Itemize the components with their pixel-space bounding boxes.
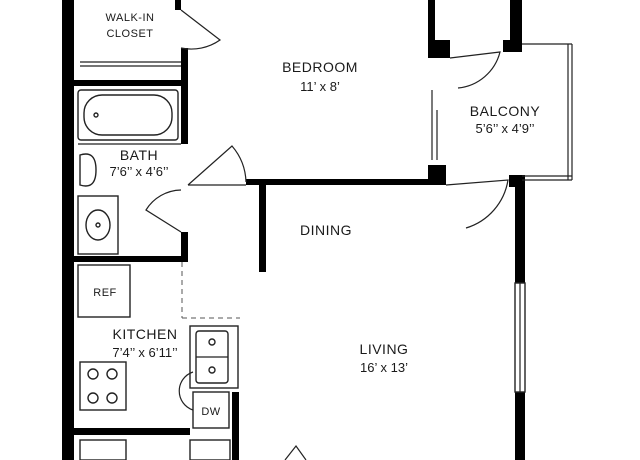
burner-icon — [87, 392, 99, 404]
balcony-door-swing-top — [449, 51, 501, 89]
closet-label-line1: WALK-IN — [106, 12, 155, 24]
bedroom-dimensions: 11’ x 8’ — [300, 79, 340, 94]
walls — [62, 0, 525, 460]
balcony-outline — [445, 43, 573, 229]
dishwasher-label: DW — [201, 406, 220, 418]
refrigerator — [77, 264, 131, 318]
bedroom-label: BEDROOM — [282, 59, 358, 75]
living-window — [514, 282, 526, 393]
bedroom-door-swing — [187, 145, 247, 186]
room-labels: WALK-IN CLOSET BEDROOM 11’ x 8’ BALCONY … — [93, 12, 540, 418]
living-label: LIVING — [360, 341, 409, 357]
dishwasher — [192, 391, 230, 429]
kitchen-fixtures — [77, 262, 240, 460]
sink-counter — [77, 195, 119, 255]
bath-fixtures — [77, 89, 182, 255]
dining-label: DINING — [300, 222, 352, 238]
stove — [79, 361, 127, 411]
kitchen-dimensions: 7’4’’ x 6’11’’ — [112, 345, 177, 360]
kitchen-label: KITCHEN — [113, 326, 178, 342]
walk-in-closet — [80, 9, 222, 67]
closet-label-line2: CLOSET — [106, 28, 153, 40]
balcony-door-swing-bottom — [445, 179, 509, 229]
burner-icon — [106, 392, 118, 404]
bath-door-swing — [145, 189, 182, 233]
refrigerator-label: REF — [93, 287, 117, 299]
bath-dimensions: 7’6’’ x 4’6’’ — [109, 164, 168, 179]
entry-door-swing — [284, 444, 307, 460]
bedroom-doors — [187, 90, 438, 186]
living-dimensions: 16’ x 13’ — [360, 360, 408, 375]
balcony-dimensions: 5’6’’ x 4’9’’ — [475, 121, 534, 136]
burner-icon — [87, 368, 99, 380]
closet-door-swing — [180, 9, 222, 50]
bath-label: BATH — [120, 147, 158, 163]
burner-icon — [106, 368, 118, 380]
balcony-label: BALCONY — [470, 103, 541, 119]
toilet-icon — [79, 153, 97, 187]
